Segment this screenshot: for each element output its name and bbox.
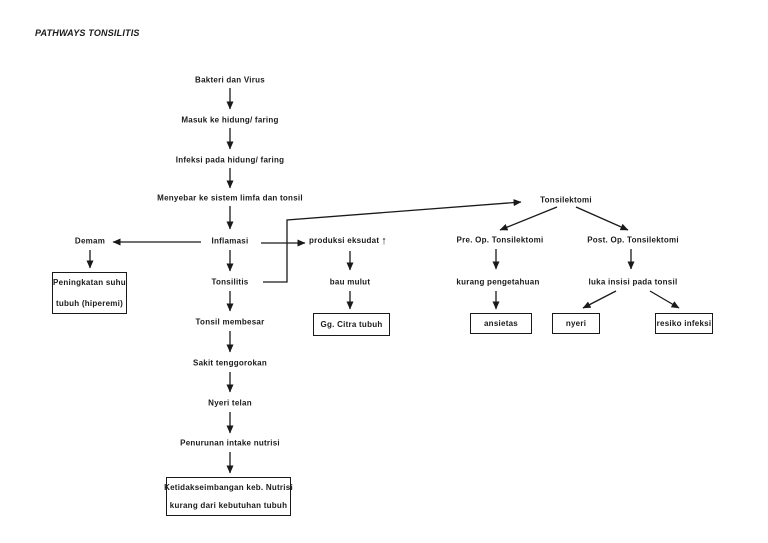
node-penurunan-intake: Penurunan intake nutrisi <box>180 438 280 448</box>
box-nyeri: nyeri <box>552 313 600 334</box>
node-produksi-eksudat: produksi eksudat↑ <box>309 235 387 247</box>
increase-arrow-icon: ↑ <box>381 235 387 247</box>
node-inflamasi: Inflamasi <box>211 236 249 246</box>
page-title: PATHWAYS TONSILITIS <box>35 28 140 38</box>
node-luka-insisi: luka insisi pada tonsil <box>588 277 678 287</box>
node-post-op: Post. Op. Tonsilektomi <box>587 235 679 245</box>
box-line: tubuh (hiperemi) <box>55 299 124 308</box>
box-line: kurang dari kebutuhan tubuh <box>169 501 288 510</box>
node-bau-mulut: bau mulut <box>329 277 371 287</box>
node-pre-op: Pre. Op. Tonsilektomi <box>456 235 544 245</box>
node-menyebar-limfa: Menyebar ke sistem limfa dan tonsil <box>157 193 303 203</box>
node-demam: Demam <box>74 236 106 246</box>
box-gg-citra-tubuh: Gg. Citra tubuh <box>313 313 390 336</box>
node-kurang-pengetahuan: kurang pengetahuan <box>456 277 540 287</box>
node-sakit-tenggorokan: Sakit tenggorokan <box>192 358 268 368</box>
node-tonsil-membesar: Tonsil membesar <box>195 317 265 327</box>
node-tonsilitis: Tonsilitis <box>211 277 249 287</box>
node-masuk-ke-hidung: Masuk ke hidung/ faring <box>181 115 279 125</box>
box-line: Ketidakseimbangan keb. Nutrisi <box>164 483 293 492</box>
node-nyeri-telan: Nyeri telan <box>208 398 252 408</box>
box-ketidakseimbangan-nutrisi: Ketidakseimbangan keb. Nutrisi kurang da… <box>164 477 293 516</box>
node-tonsilektomi: Tonsilektomi <box>540 195 592 205</box>
produksi-eksudat-label: produksi eksudat <box>309 236 380 245</box>
box-peningkatan-suhu: Peningkatan suhu tubuh (hiperemi) <box>52 272 127 314</box>
box-line: Peningkatan suhu <box>53 278 126 287</box>
node-bakteri-dan-virus: Bakteri dan Virus <box>195 75 265 85</box>
box-ansietas: ansietas <box>470 313 532 334</box>
node-infeksi-pada-hidung: Infeksi pada hidung/ faring <box>175 155 285 165</box>
box-resiko-infeksi: resiko infeksi <box>655 313 713 334</box>
